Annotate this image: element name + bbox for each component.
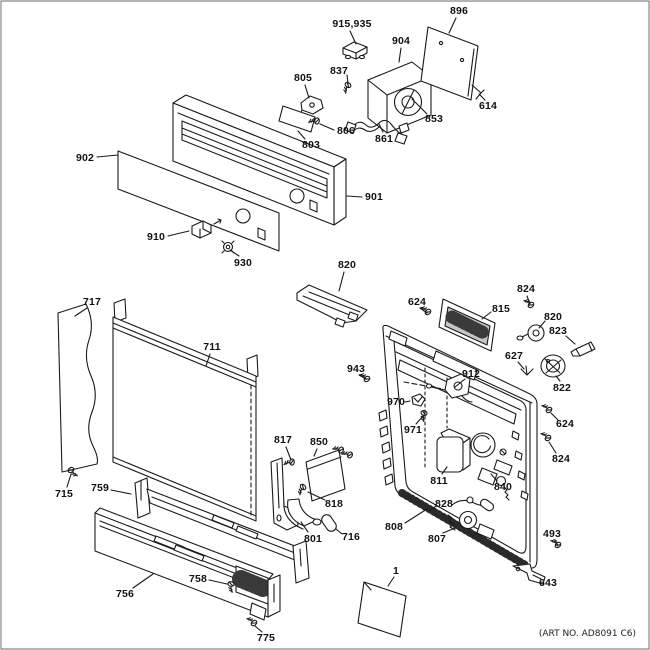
part-label-614: 614 — [478, 100, 498, 112]
part-label-901: 901 — [364, 191, 384, 203]
part-label-808: 808 — [384, 521, 404, 533]
part-823-bolt — [570, 341, 596, 357]
part-label-803: 803 — [301, 139, 321, 151]
part-label-912: 912 — [461, 368, 481, 380]
part-label-943: 943 — [346, 363, 366, 375]
part-label-824: 824 — [551, 453, 571, 465]
part-label-840: 840 — [493, 481, 513, 493]
part-861-harness — [344, 119, 408, 145]
part-label-758: 758 — [188, 573, 208, 585]
part-label-711: 711 — [203, 341, 221, 353]
part-818-screw — [294, 482, 308, 496]
part-970-wing-clip — [411, 393, 426, 407]
part-896-panel — [420, 26, 479, 101]
part-915-935-clip — [342, 41, 368, 60]
part-label-822: 822 — [552, 382, 572, 394]
part-840-mechanism — [477, 467, 510, 501]
part-label-624: 624 — [555, 418, 575, 430]
part-label-759: 759 — [90, 482, 110, 494]
part-label-805: 805 — [293, 72, 313, 84]
part-label-820: 820 — [337, 259, 357, 271]
leader-lines — [66, 17, 576, 633]
part-label-896: 896 — [449, 5, 469, 17]
part-label-775: 775 — [256, 632, 276, 644]
door-frame-slots — [511, 430, 529, 501]
part-850-plate — [305, 443, 354, 502]
part-815-vent — [438, 298, 496, 352]
part-627-clip — [520, 365, 534, 376]
part-759-bracket — [134, 477, 310, 584]
part-label-715: 715 — [54, 488, 74, 500]
part-label-716: 716 — [341, 531, 361, 543]
part-label-801: 801 — [303, 533, 323, 545]
part-624-screw-right — [540, 401, 554, 415]
part-837-screw — [340, 80, 353, 94]
part-label-807: 807 — [427, 533, 447, 545]
part-820-grommet — [516, 324, 545, 342]
part-dispenser-cover — [470, 432, 513, 476]
part-756-access-panel — [94, 507, 281, 621]
part-label-861: 861 — [374, 133, 394, 145]
part-901-control-panel — [172, 94, 347, 226]
part-label-828: 828 — [434, 498, 454, 510]
part-label-756: 756 — [115, 588, 135, 600]
part-828-lever — [451, 496, 495, 512]
part-label-818: 818 — [324, 498, 344, 510]
part-824-screw-right — [539, 429, 553, 443]
part-label-904: 904 — [391, 35, 411, 47]
part-711-door-panel — [112, 298, 259, 522]
part-label-970: 970 — [386, 396, 406, 408]
part-label-806: 806 — [336, 125, 356, 137]
part-614-clip — [471, 84, 485, 100]
part-label-853: 853 — [424, 113, 444, 125]
part-820-top-bracket — [296, 284, 368, 328]
part-716-roller — [321, 514, 337, 532]
part-717-insulation — [57, 303, 99, 473]
part-label-823: 823 — [548, 325, 568, 337]
part-label-837: 837 — [329, 65, 349, 77]
part-822-disc — [540, 354, 566, 378]
part-label-850: 850 — [309, 436, 329, 448]
part-1-card — [357, 581, 407, 638]
part-910-knob — [191, 218, 222, 239]
part-811-detergent-cup — [436, 428, 471, 473]
part-label-815: 815 — [491, 303, 511, 315]
part-805-bracket — [299, 95, 324, 119]
part-label-902: 902 — [75, 152, 95, 164]
part-label-910: 910 — [146, 231, 166, 243]
part-label-930: 930 — [233, 257, 253, 269]
part-label-627: 627 — [504, 350, 524, 362]
part-label-493: 493 — [542, 528, 562, 540]
door-lower-mechanism — [447, 510, 495, 540]
part-label-971: 971 — [403, 424, 423, 436]
part-803-panel — [278, 105, 316, 133]
part-label-717: 717 — [82, 296, 102, 308]
part-label-643: 643 — [538, 577, 558, 589]
part-label-820: 820 — [543, 311, 563, 323]
part-label-811: 811 — [430, 475, 448, 487]
part-label-817: 817 — [273, 434, 293, 446]
door-inner-assembly — [378, 324, 538, 570]
part-label-624: 624 — [407, 296, 427, 308]
art-number: (ART NO. AD8091 C6) — [538, 629, 636, 639]
part-label-824: 824 — [516, 283, 536, 295]
part-label-1: 1 — [392, 565, 400, 577]
door-hinge-hooks — [378, 409, 394, 486]
part-801-bracket — [283, 498, 322, 530]
part-643-hinge — [512, 563, 546, 585]
part-label-915-935: 915,935 — [332, 18, 372, 30]
part-902-panel-insert — [117, 150, 280, 252]
